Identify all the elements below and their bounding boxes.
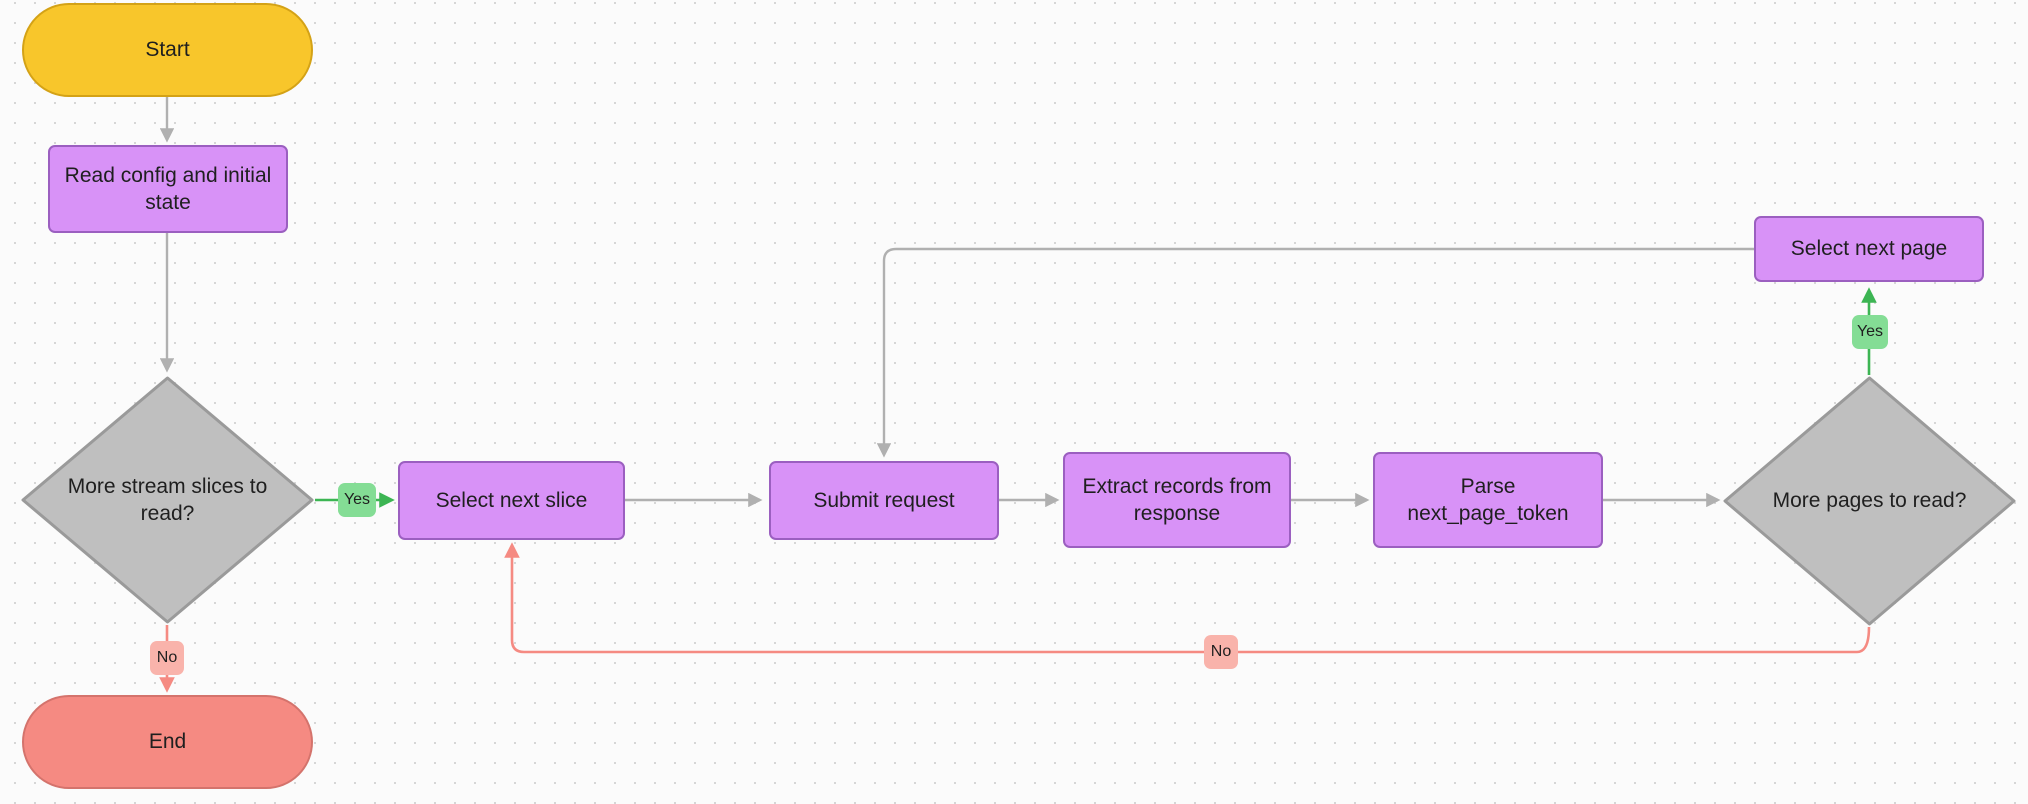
node-more-pages[interactable]: More pages to read? (1722, 375, 2017, 627)
edge-more-pages-no (504, 542, 1871, 654)
edge-select-page-to-submit (876, 247, 1754, 458)
node-select-next-slice-label: Select next slice (435, 488, 588, 512)
node-parse-next-page-token-label: Parse next_page_token (1407, 474, 1569, 525)
edge-label-slices-no-text: No (156, 649, 178, 666)
edge-label-slices-yes: Yes (338, 483, 376, 517)
node-start-label: Start (145, 38, 190, 62)
node-select-next-page[interactable]: Select next page (1754, 216, 1984, 282)
node-select-next-slice[interactable]: Select next slice (398, 461, 625, 540)
node-end[interactable]: End (22, 695, 313, 789)
diamond-shape-more-pages (1723, 376, 2016, 626)
node-select-next-page-label: Select next page (1790, 237, 1948, 261)
node-more-pages-label: More pages to read? (1772, 489, 1967, 513)
node-read-config[interactable]: Read config and initial state (48, 145, 288, 233)
edge-label-slices-yes-text: Yes (343, 491, 371, 508)
node-end-label: End (148, 730, 187, 754)
edge-label-slices-no: No (150, 641, 184, 675)
node-read-config-label: Read config and initial state (64, 163, 272, 214)
node-submit-request[interactable]: Submit request (769, 461, 999, 540)
node-more-stream-slices-label: More stream slices to read? (67, 474, 268, 525)
node-extract-records-label: Extract records from response (1082, 474, 1272, 525)
edge-label-pages-no: No (1204, 635, 1238, 669)
node-more-stream-slices[interactable]: More stream slices to read? (20, 375, 315, 625)
diamond-shape-more-stream-slices (21, 376, 314, 624)
node-extract-records[interactable]: Extract records from response (1063, 452, 1291, 548)
edge-label-pages-yes: Yes (1852, 315, 1888, 349)
edge-label-pages-no-text: No (1210, 643, 1232, 660)
node-submit-request-label: Submit request (813, 488, 955, 512)
edge-label-pages-yes-text: Yes (1856, 323, 1884, 340)
node-start[interactable]: Start (22, 3, 313, 97)
node-parse-next-page-token[interactable]: Parse next_page_token (1373, 452, 1603, 548)
